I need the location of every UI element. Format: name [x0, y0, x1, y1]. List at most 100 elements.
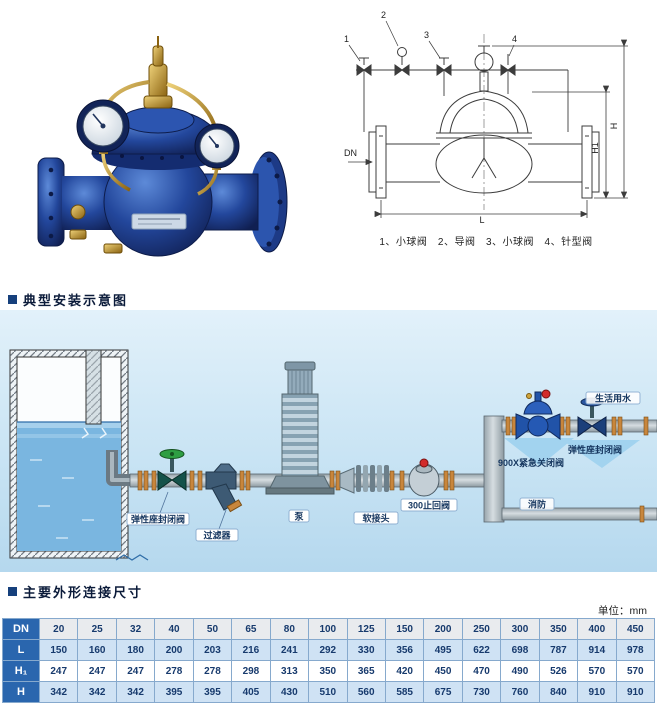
product-photo-area: [0, 0, 315, 288]
dim-value-cell: 675: [423, 681, 463, 703]
dim-value-cell: 313: [269, 660, 310, 682]
dim-value-cell: 495: [423, 639, 463, 661]
y-strainer: [205, 463, 243, 513]
dim-value-cell: 40: [154, 618, 194, 640]
dim-value-cell: 25: [77, 618, 117, 640]
pipe-flanges: [137, 416, 649, 523]
dim-value-cell: 978: [615, 639, 656, 661]
ball-valve-1-symbol: [356, 57, 372, 76]
vertical-pump: [265, 361, 335, 495]
pilot-valve-2-symbol: [394, 47, 410, 76]
dim-value-cell: 570: [615, 660, 656, 682]
dim-value-cell: 585: [384, 681, 425, 703]
dim-value-cell: 910: [577, 681, 617, 703]
dim-value-cell: 150: [384, 618, 425, 640]
dim-value-cell: 430: [269, 681, 310, 703]
dim-value-cell: 526: [538, 660, 579, 682]
dim-value-cell: 395: [154, 681, 194, 703]
dim-value-cell: 450: [615, 618, 656, 640]
dim-value-cell: 356: [384, 639, 425, 661]
gate-valve-left: [157, 449, 187, 491]
dim-value-cell: 247: [38, 660, 79, 682]
dim-value-cell: 342: [38, 681, 79, 703]
dim-value-cell: 350: [538, 618, 579, 640]
dim-label-dn: DN: [344, 148, 357, 158]
top-section: 1 2 3 4: [0, 0, 657, 288]
dim-value-cell: 405: [231, 681, 271, 703]
brass-fittings: [69, 204, 122, 254]
dim-value-cell: 560: [346, 681, 386, 703]
dim-value-cell: 250: [461, 618, 502, 640]
dim-value-cell: 698: [500, 639, 540, 661]
x900-emergency-valve: [515, 389, 561, 440]
label-check-valve: 300止回阀: [408, 500, 450, 511]
label-pump: 泵: [294, 512, 304, 522]
product-photo: [37, 36, 287, 257]
label-gate-valve-right: 弹性座封闭阀: [568, 444, 622, 455]
flange-right: [581, 125, 600, 199]
spacer: [0, 572, 657, 580]
dim-label-l: L: [479, 215, 484, 224]
dimension-labels: H1 H DN L: [344, 123, 619, 225]
row-header-cell: DN: [2, 618, 40, 640]
dim-value-cell: 787: [538, 639, 579, 661]
dim-label-h: H: [609, 123, 619, 130]
wave-decoration: [115, 554, 149, 561]
dimensions-section-header: 主要外形连接尺寸: [0, 580, 657, 602]
dim-label-h1: H1: [590, 142, 600, 154]
callout-leaders: [348, 20, 515, 62]
flexible-joint: [339, 465, 389, 494]
dim-value-cell: 395: [192, 681, 233, 703]
row-header-cell: H: [2, 681, 40, 703]
dim-value-cell: 125: [346, 618, 386, 640]
callout-4: 4: [512, 34, 517, 44]
splash-shapes: [504, 438, 640, 468]
dim-value-cell: 292: [308, 639, 348, 661]
dim-value-cell: 342: [115, 681, 156, 703]
dim-value-cell: 20: [38, 618, 79, 640]
suction-elbow-highlight: [110, 452, 136, 482]
dim-value-cell: 840: [538, 681, 579, 703]
schematic-labels: 弹性座封闭阀 过滤器 泵 软接头 300止回阀 900X紧急关闭阀 弹性座封闭阀…: [126, 391, 641, 542]
dim-value-cell: 300: [500, 618, 540, 640]
dim-value-cell: 65: [231, 618, 271, 640]
callout-3: 3: [424, 30, 429, 40]
drawing-caption: 1、小球阀 2、导阀 3、小球阀 4、针型阀: [379, 237, 593, 248]
pilot-stem: [474, 45, 494, 92]
dim-value-cell: 203: [192, 639, 233, 661]
callout-1: 1: [344, 34, 349, 44]
dim-value-cell: 200: [423, 618, 463, 640]
dim-value-cell: 216: [231, 639, 271, 661]
installation-schematic-area: 弹性座封闭阀 过滤器 泵 软接头 300止回阀 900X紧急关闭阀 弹性座封闭阀…: [0, 310, 657, 572]
dim-value-cell: 490: [500, 660, 540, 682]
callout-numbers: 1 2 3 4: [344, 10, 517, 44]
dim-value-cell: 32: [115, 618, 156, 640]
dim-value-cell: 330: [346, 639, 386, 661]
pilot-piping: [356, 69, 569, 132]
technical-drawing: 1 2 3 4: [344, 10, 628, 225]
dim-value-cell: 420: [384, 660, 425, 682]
dim-value-cell: 80: [269, 618, 310, 640]
dim-value-cell: 622: [461, 639, 502, 661]
bonnet-dome: [436, 90, 532, 139]
dim-value-cell: 278: [154, 660, 194, 682]
callout-2: 2: [381, 10, 386, 20]
left-flange: [37, 157, 64, 247]
nameplate: [131, 213, 186, 230]
label-x900-valve: 900X紧急关闭阀: [498, 457, 564, 468]
label-gate-valve-left: 弹性座封闭阀: [131, 514, 185, 525]
dimensions-section-title: 主要外形连接尺寸: [23, 584, 144, 600]
installation-section-header: 典型安装示意图: [0, 288, 657, 310]
check-valve-300: [408, 458, 440, 497]
dim-value-cell: 450: [423, 660, 463, 682]
valve-body-outline: [386, 134, 582, 194]
dim-value-cell: 914: [577, 639, 617, 661]
